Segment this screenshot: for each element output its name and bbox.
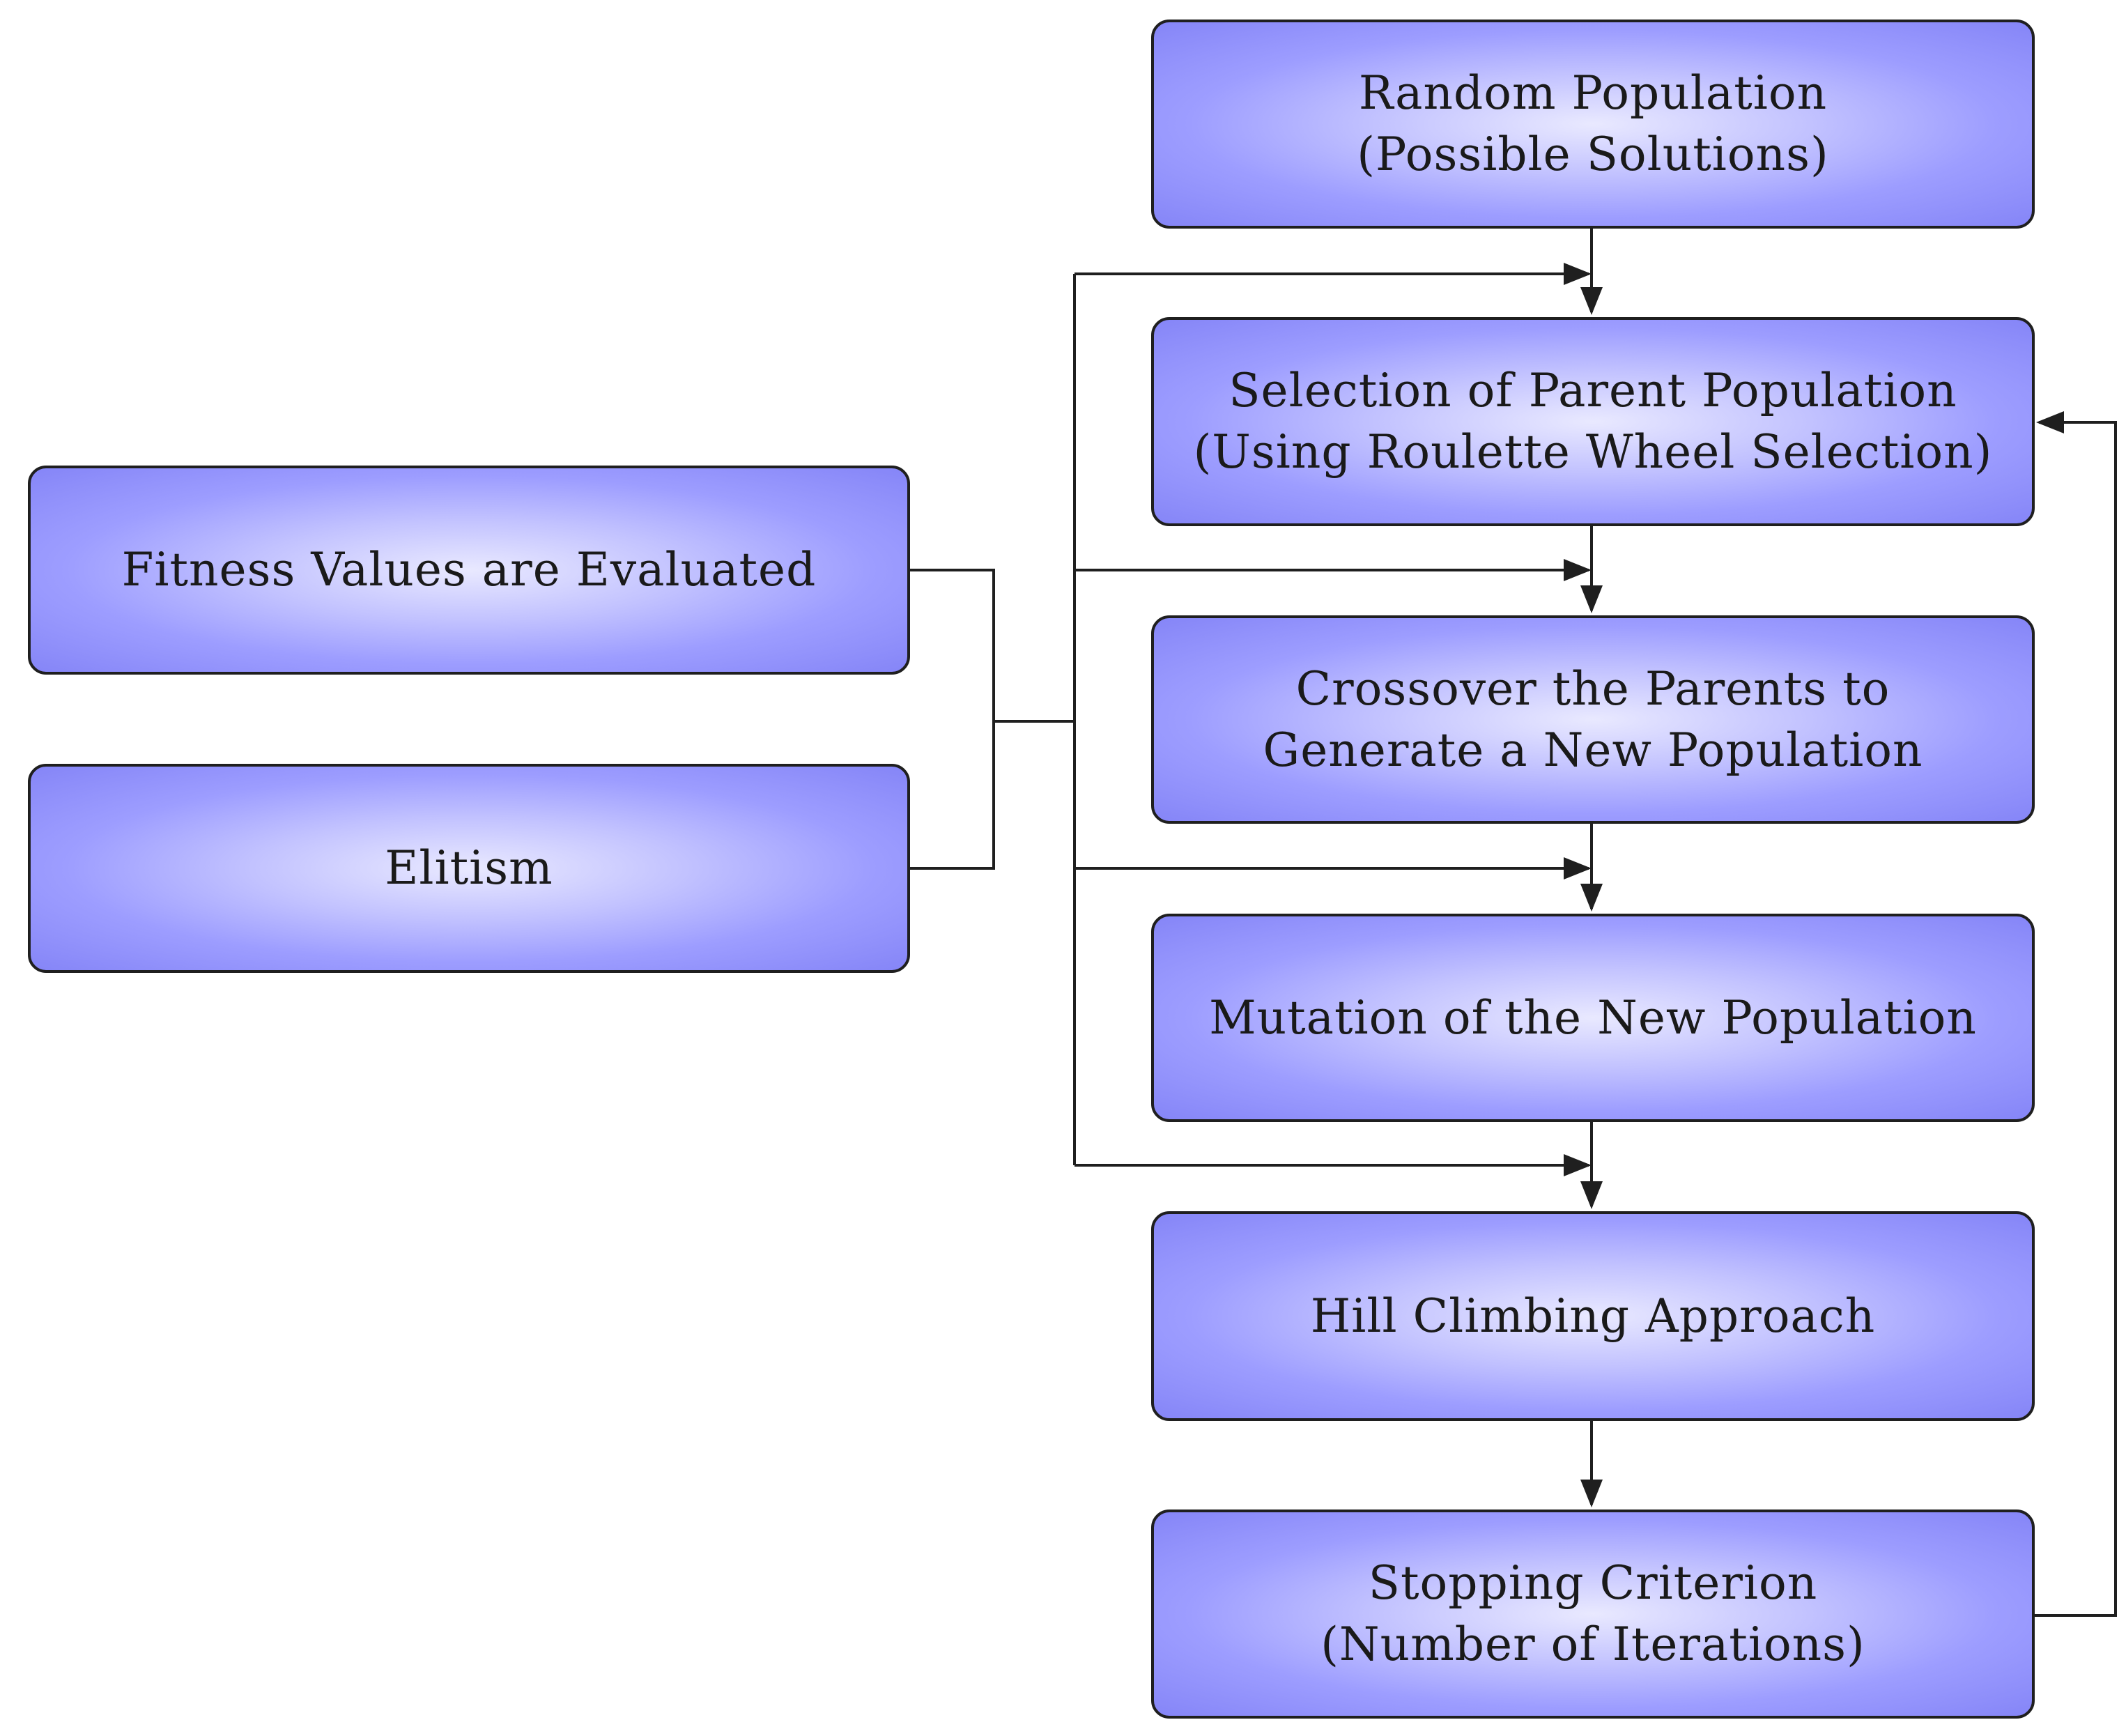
elitism-box: Elitism [28, 764, 910, 973]
connector-fitness [910, 569, 995, 721]
selection-box: Selection of Parent Population (Using Ro… [1151, 317, 2035, 526]
stopping-criterion-title: Stopping Criterion [1368, 1556, 1818, 1610]
fitness-evaluation-title: Fitness Values are Evaluated [121, 543, 817, 597]
selection-subtitle: (Using Roulette Wheel Selection) [1193, 425, 1993, 479]
crossover-line-1: Crossover the Parents to [1295, 661, 1890, 716]
mutation-title: Mutation of the New Population [1209, 990, 1977, 1045]
stopping-criterion-box: Stopping Criterion (Number of Iterations… [1151, 1510, 2035, 1719]
crossover-box: Crossover the Parents to Generate a New … [1151, 615, 2035, 824]
fitness-evaluation-box: Fitness Values are Evaluated [28, 466, 910, 675]
stopping-criterion-subtitle: (Number of Iterations) [1320, 1618, 1865, 1671]
mutation-box: Mutation of the New Population [1151, 914, 2035, 1122]
hill-climbing-title: Hill Climbing Approach [1310, 1289, 1876, 1343]
arrow-loop-back-to-selection [2035, 411, 2117, 1617]
selection-title: Selection of Parent Population [1228, 364, 1957, 417]
random-population-box: Random Population (Possible Solutions) [1151, 20, 2035, 229]
hill-climbing-box: Hill Climbing Approach [1151, 1211, 2035, 1421]
crossover-line-2: Generate a New Population [1263, 723, 1923, 777]
random-population-title: Random Population [1358, 66, 1828, 120]
random-population-subtitle: (Possible Solutions) [1357, 128, 1829, 181]
elitism-title: Elitism [385, 841, 553, 895]
connector-elitism [910, 721, 995, 870]
